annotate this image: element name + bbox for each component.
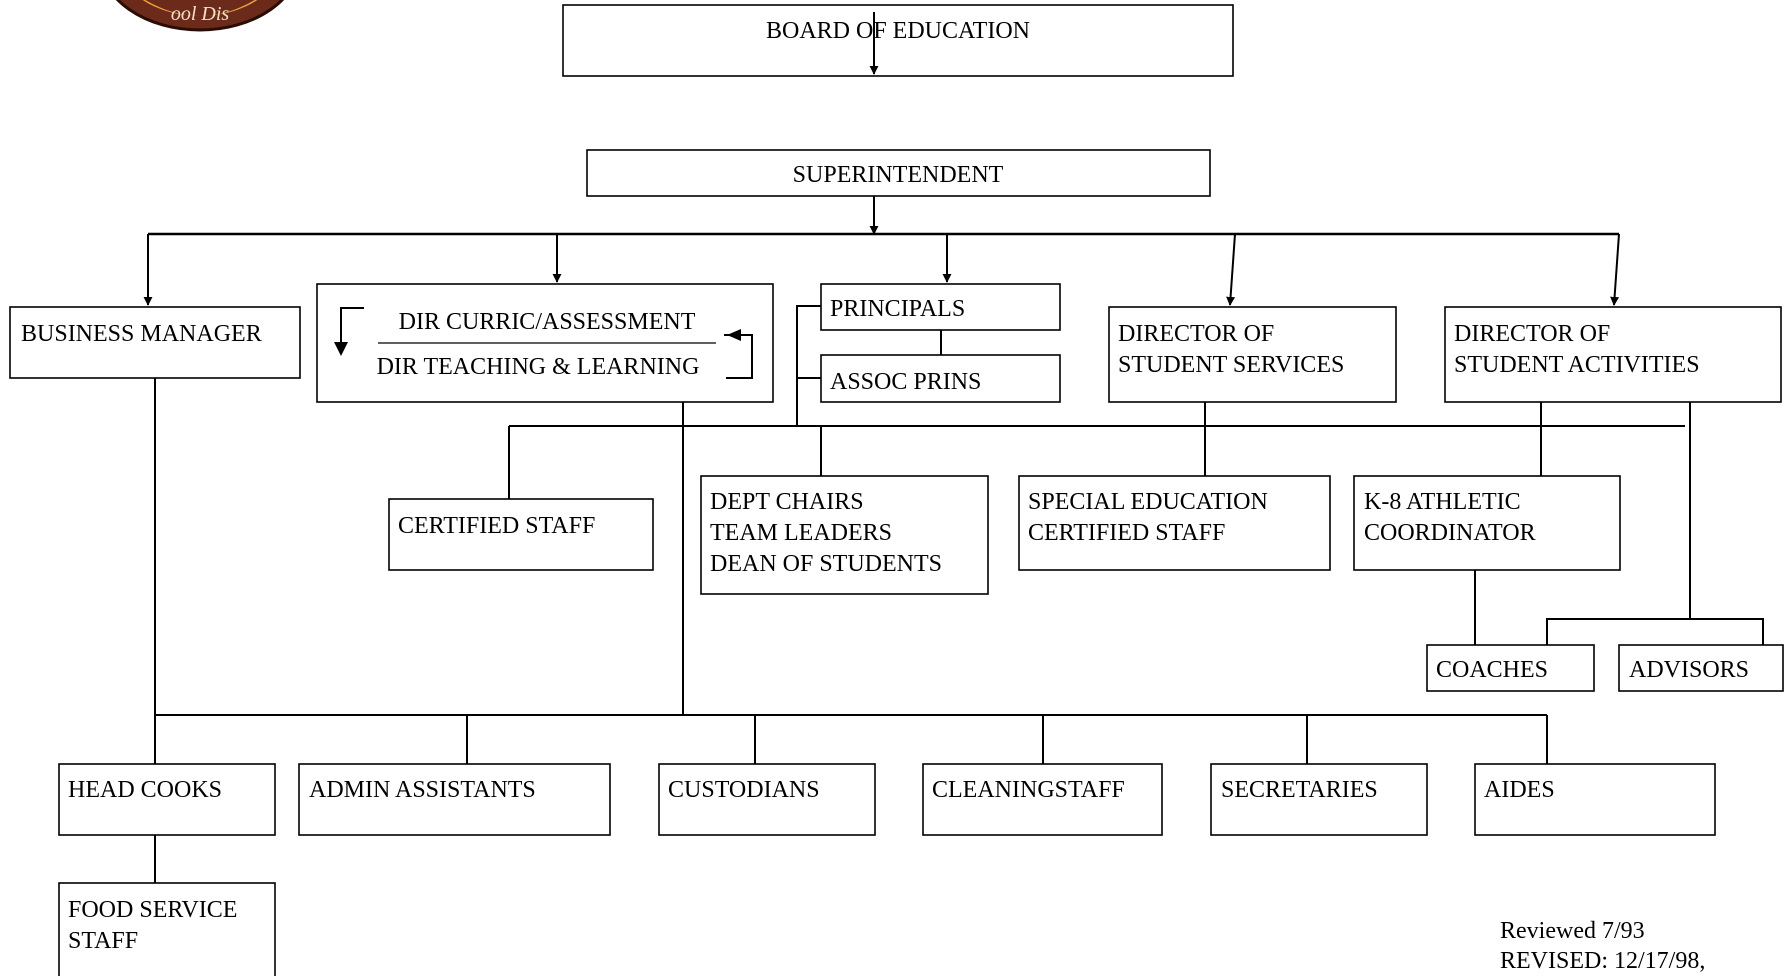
dept-chairs-line1: DEPT CHAIRS bbox=[710, 489, 864, 515]
k8-athletic-line2: COORDINATOR bbox=[1364, 520, 1536, 546]
admin-assistants-box: ADMIN ASSISTANTS bbox=[298, 763, 611, 836]
business-manager-label: BUSINESS MANAGER bbox=[21, 321, 262, 347]
revised-note: REVISED: 12/17/98, bbox=[1500, 948, 1705, 974]
dept-chairs-line2: TEAM LEADERS bbox=[710, 520, 892, 546]
dept-chairs-line3: DEAN OF STUDENTS bbox=[710, 551, 942, 577]
dir-student-services-line1: DIRECTOR OF bbox=[1118, 321, 1274, 347]
logo-text: ool Dis bbox=[171, 3, 230, 25]
k8-athletic-coordinator-box: K-8 ATHLETIC COORDINATOR bbox=[1353, 475, 1621, 571]
cleaning-staff-box: CLEANINGSTAFF bbox=[922, 763, 1163, 836]
custodians-label: CUSTODIANS bbox=[668, 777, 820, 803]
business-manager-box: BUSINESS MANAGER bbox=[9, 306, 301, 379]
connectors bbox=[143, 12, 1764, 883]
certified-staff-box: CERTIFIED STAFF bbox=[388, 498, 654, 571]
dir-student-services-line2: STUDENT SERVICES bbox=[1118, 352, 1344, 378]
assoc-prins-box: ASSOC PRINS bbox=[820, 354, 1061, 403]
district-logo: ool Dis bbox=[115, 0, 285, 32]
head-cooks-label: HEAD COOKS bbox=[68, 777, 222, 803]
coaches-box: COACHES bbox=[1426, 644, 1595, 692]
arrow-down-icon bbox=[334, 342, 348, 356]
special-education-box: SPECIAL EDUCATION CERTIFIED STAFF bbox=[1018, 475, 1331, 571]
food-service-staff-box: FOOD SERVICE STAFF bbox=[58, 882, 276, 976]
secretaries-label: SECRETARIES bbox=[1221, 777, 1378, 803]
head-cooks-box: HEAD COOKS bbox=[58, 763, 276, 836]
dept-chairs-box: DEPT CHAIRS TEAM LEADERS DEAN OF STUDENT… bbox=[700, 475, 989, 595]
dir-curric-teaching-box: DIR CURRIC/ASSESSMENT DIR TEACHING & LEA… bbox=[316, 283, 774, 403]
director-student-activities-box: DIRECTOR OF STUDENT ACTIVITIES bbox=[1444, 306, 1782, 403]
cleaning-staff-label: CLEANINGSTAFF bbox=[932, 777, 1125, 803]
dir-teaching-label: DIR TEACHING & LEARNING bbox=[377, 354, 700, 380]
board-of-education-box: BOARD OF EDUCATION bbox=[562, 4, 1234, 77]
board-of-education-label: BOARD OF EDUCATION bbox=[766, 18, 1030, 44]
food-service-line2: STAFF bbox=[68, 928, 138, 954]
superintendent-box: SUPERINTENDENT bbox=[586, 149, 1211, 197]
special-education-line1: SPECIAL EDUCATION bbox=[1028, 489, 1268, 515]
aides-box: AIDES bbox=[1474, 763, 1716, 836]
dir-student-activities-line2: STUDENT ACTIVITIES bbox=[1454, 352, 1700, 378]
director-student-services-box: DIRECTOR OF STUDENT SERVICES bbox=[1108, 306, 1397, 403]
advisors-box: ADVISORS bbox=[1618, 644, 1784, 692]
k8-athletic-line1: K-8 ATHLETIC bbox=[1364, 489, 1521, 515]
reviewed-note: Reviewed 7/93 bbox=[1500, 918, 1645, 944]
aides-label: AIDES bbox=[1484, 777, 1555, 803]
advisors-label: ADVISORS bbox=[1629, 657, 1749, 683]
principals-label: PRINCIPALS bbox=[830, 296, 965, 322]
secretaries-box: SECRETARIES bbox=[1210, 763, 1428, 836]
assoc-prins-label: ASSOC PRINS bbox=[830, 369, 981, 395]
special-education-line2: CERTIFIED STAFF bbox=[1028, 520, 1225, 546]
dir-curric-label: DIR CURRIC/ASSESSMENT bbox=[399, 309, 696, 335]
certified-staff-label: CERTIFIED STAFF bbox=[398, 513, 595, 539]
custodians-box: CUSTODIANS bbox=[658, 763, 876, 836]
dir-student-activities-line1: DIRECTOR OF bbox=[1454, 321, 1610, 347]
admin-assistants-label: ADMIN ASSISTANTS bbox=[309, 777, 536, 803]
arrow-left-icon bbox=[727, 329, 741, 341]
coaches-label: COACHES bbox=[1436, 657, 1548, 683]
food-service-line1: FOOD SERVICE bbox=[68, 897, 237, 923]
principals-box: PRINCIPALS bbox=[820, 283, 1061, 331]
superintendent-label: SUPERINTENDENT bbox=[793, 162, 1004, 188]
